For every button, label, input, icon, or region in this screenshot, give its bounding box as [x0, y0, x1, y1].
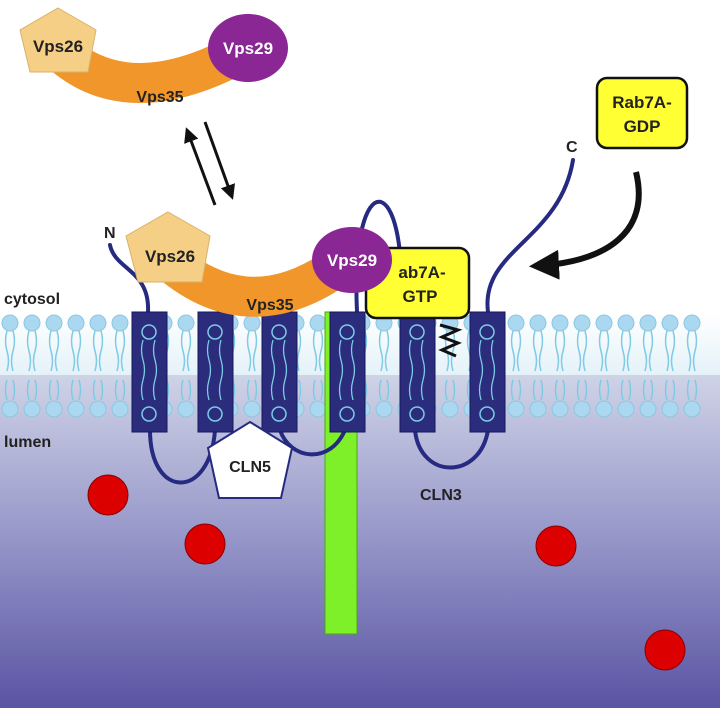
rab7a-recruitment-arrow [529, 171, 642, 280]
vps35-bound-label: Vps35 [246, 297, 293, 314]
lipid-molecule [1, 379, 19, 418]
cln3-transmembrane-helices [131, 311, 506, 433]
lipid-molecule [595, 379, 613, 418]
association-arrow [203, 121, 235, 200]
lipid-molecule [683, 314, 701, 372]
lipid-molecule [45, 314, 63, 372]
lipid-molecule [617, 379, 635, 418]
vps29-free [208, 14, 288, 82]
lipid-molecule [45, 379, 63, 418]
rab7a-gdp-box [595, 76, 689, 150]
lipid-molecule [573, 379, 591, 418]
lipid-molecule [661, 314, 679, 372]
lipid-molecule [111, 314, 129, 372]
retromer-complex-free: Vps26 Vps29 Vps35 [19, 7, 288, 106]
cln5-protein [206, 420, 294, 499]
lipid-molecule [529, 379, 547, 418]
lumen-label: lumen [4, 434, 51, 451]
lipid-molecule [177, 314, 195, 372]
lipid-molecule [507, 379, 525, 418]
cln3-label: CLN3 [420, 487, 462, 504]
lipid-molecule [573, 314, 591, 372]
lipid-molecule [67, 314, 85, 372]
lipid-molecule [89, 379, 107, 418]
lipid-molecule [111, 379, 129, 418]
lipid-molecule [23, 314, 41, 372]
lipid-molecule [617, 314, 635, 372]
vps26-bound-label: Vps26 [145, 247, 195, 266]
lipid-molecule [177, 379, 195, 418]
n-terminus-label: N [104, 225, 116, 242]
cln5-label: CLN5 [229, 459, 271, 476]
transmembrane-helix [131, 311, 168, 433]
lipid-molecule [89, 314, 107, 372]
transmembrane-helix [399, 311, 436, 433]
lipid-molecule [375, 379, 393, 418]
cln3-lumenal-loop-3 [413, 428, 490, 470]
lipid-molecule [529, 314, 547, 372]
cytosol-label: cytosol [4, 291, 60, 308]
lipid-molecule [441, 379, 459, 418]
c-terminus-label: C [566, 139, 578, 156]
vps35-free-label: Vps35 [136, 89, 183, 106]
vps26-free-label: Vps26 [33, 37, 83, 56]
lipid-molecule [67, 379, 85, 418]
retromer-complex-bound: Vps26 Vps35 [125, 211, 360, 317]
rab7a-gdp-label-line1: Rab7A- [612, 93, 672, 112]
lumenal-particle [535, 525, 577, 567]
cln3-lumenal-loop-2 [278, 428, 347, 457]
lipid-molecule [551, 379, 569, 418]
vps29-bound [312, 227, 392, 293]
transmembrane-helix [197, 311, 234, 433]
equilibrium-arrows [184, 121, 235, 206]
rab7a-gtp-label-line1: ab7A- [398, 263, 445, 282]
transmembrane-helix [469, 311, 506, 433]
lipid-molecule [243, 379, 261, 418]
transmembrane-helix [329, 311, 366, 433]
lumenal-particle [644, 629, 686, 671]
vps29-bound-label: Vps29 [327, 251, 377, 270]
lipid-molecule [1, 314, 19, 372]
lipid-molecule [309, 314, 327, 372]
vps26-free [19, 7, 97, 73]
lipid-molecule [551, 314, 569, 372]
cln3-n-terminal-tail [108, 243, 151, 314]
lumenal-particle [87, 474, 129, 516]
vps26-bound [125, 211, 211, 283]
dissociation-arrow [184, 127, 217, 206]
lipid-molecule [661, 379, 679, 418]
vps29-free-label: Vps29 [223, 39, 273, 58]
cln3-c-terminal-tail [485, 158, 575, 314]
rab7a-gtp-label-line2: GTP [403, 287, 438, 306]
lipid-molecule [595, 314, 613, 372]
rab7a-gdp-label-line2: GDP [624, 117, 661, 136]
transmembrane-helix [261, 311, 298, 433]
lumenal-particle [184, 523, 226, 565]
lipid-molecule [639, 314, 657, 372]
lipid-molecule [639, 379, 657, 418]
lipid-molecule [683, 379, 701, 418]
lipid-molecule [23, 379, 41, 418]
rab7a-lipid-anchor [438, 323, 463, 358]
lipid-molecule [507, 314, 525, 372]
